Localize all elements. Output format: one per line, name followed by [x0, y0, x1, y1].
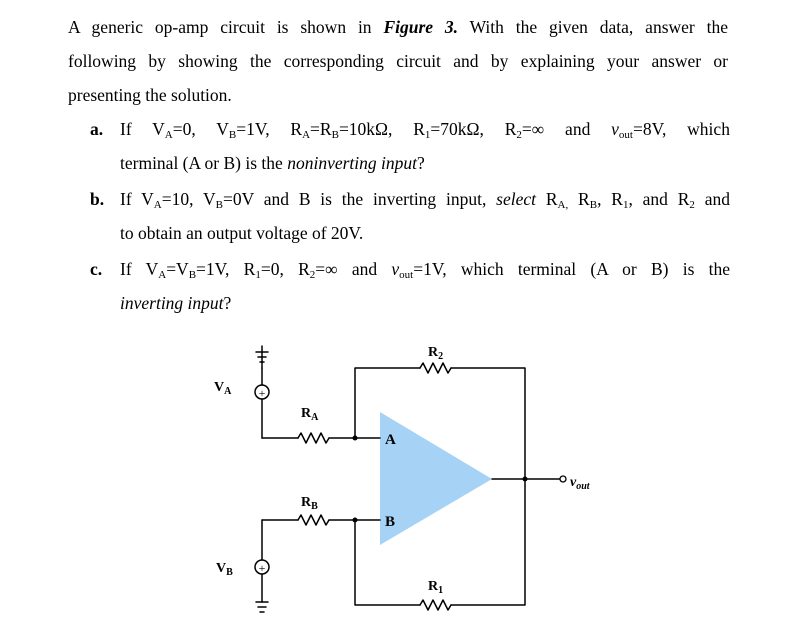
question-b-line-1: If VA=10, VB=0V and B is the inverting i…: [120, 189, 730, 211]
label-vout: vout: [570, 475, 591, 492]
intro-text: With the given data, answer the: [458, 17, 728, 37]
label-ra: RA: [301, 406, 319, 423]
resistor-r2-zigzag: [419, 362, 452, 374]
question-b: b. If VA=10, VB=0V and B is the invertin…: [90, 182, 730, 250]
va-plus-sign: +: [259, 386, 266, 400]
intro-paragraph: A generic op-amp circuit is shown in Fig…: [68, 10, 728, 112]
vb-plus-sign: +: [259, 561, 266, 575]
intro-line-3: presenting the solution.: [68, 85, 232, 105]
question-a-line-1: If VA=0, VB=1V, RA=RB=10kΩ, R1=70kΩ, R2=…: [120, 119, 730, 141]
label-va: VA: [214, 380, 232, 397]
question-c-line-1: If VA=VB=1V, R1=0, R2=∞ and vout=1V, whi…: [120, 259, 730, 281]
intro-line-1: A generic op-amp circuit is shown in Fig…: [68, 10, 728, 44]
question-body: If VA=10, VB=0V and B is the inverting i…: [120, 182, 730, 250]
question-c: c. If VA=VB=1V, R1=0, R2=∞ and vout=1V, …: [90, 252, 730, 320]
wire-b-feedback: [354, 519, 421, 606]
label-rb: RB: [301, 495, 318, 512]
label-terminal-a: A: [385, 432, 396, 448]
opamp-triangle: [380, 412, 492, 545]
junction-out: [522, 476, 528, 482]
label-r1: R1: [428, 579, 443, 596]
wire-a-feedback: [354, 367, 421, 439]
resistor-ra-zigzag: [297, 432, 330, 444]
figure-ref: Figure 3.: [383, 17, 459, 37]
label-vb: VB: [216, 561, 233, 578]
resistor-rb-zigzag: [297, 514, 330, 526]
intro-text: A generic op-amp circuit is shown in: [68, 17, 384, 37]
resistor-r1-zigzag: [419, 599, 452, 611]
question-label: b.: [90, 189, 105, 209]
wire-r1-output: [450, 478, 526, 606]
intro-line-2: following by showing the corresponding c…: [68, 51, 728, 71]
question-c-line-2: inverting input?: [120, 293, 232, 313]
label-terminal-b: B: [385, 514, 395, 530]
question-body: If VA=VB=1V, R1=0, R2=∞ and vout=1V, whi…: [120, 252, 730, 320]
question-body: If VA=0, VB=1V, RA=RB=10kΩ, R1=70kΩ, R2=…: [120, 112, 730, 180]
question-a: a. If VA=0, VB=1V, RA=RB=10kΩ, R1=70kΩ, …: [90, 112, 730, 180]
question-label: a.: [90, 119, 104, 139]
junction-a: [352, 435, 358, 441]
ground-va-icon: [255, 345, 269, 369]
wire-r2-output: [450, 367, 526, 480]
junction-b: [352, 517, 358, 523]
output-terminal: [559, 475, 567, 483]
question-b-line-2: to obtain an output voltage of 20V.: [120, 223, 364, 243]
label-r2: R2: [428, 345, 443, 362]
ground-vb-icon: [255, 601, 269, 613]
question-label: c.: [90, 259, 103, 279]
question-a-line-2: terminal (A or B) is the noninverting in…: [120, 153, 425, 173]
